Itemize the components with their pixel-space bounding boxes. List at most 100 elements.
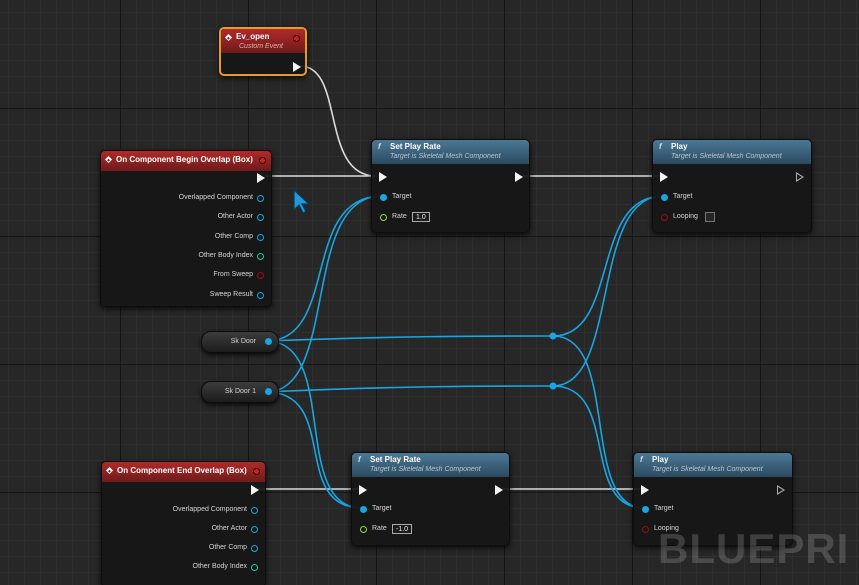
pin-label-looping: Looping [673,213,698,220]
event-diamond-icon [104,155,113,164]
play-1-header: f Play Target is Skeletal Mesh Component [653,140,811,164]
pin-other-actor[interactable] [257,214,264,221]
mouse-cursor-icon [293,189,311,214]
end-overlap-title: On Component End Overlap (Box) [117,466,247,475]
pin-label-other-comp: Other Comp [214,233,253,240]
sk-door-1-label: Sk Door 1 [224,388,256,395]
begin-overlap-event-node[interactable]: On Component Begin Overlap (Box) Overlap… [100,150,272,307]
watermark-text: BLUEPRI [658,525,850,572]
exec-out-pin-icon[interactable] [257,173,265,183]
object-wire-reroute-b-play2 [552,385,645,509]
reroute-knot-a [549,332,557,340]
pin-target[interactable] [661,194,668,201]
set-play-rate-2-header: f Set Play Rate Target is Skeletal Mesh … [352,453,509,477]
begin-overlap-title: On Component Begin Overlap (Box) [116,155,253,164]
exec-in-pin-icon[interactable] [379,172,387,182]
play-1-subtitle: Target is Skeletal Mesh Component [671,153,782,160]
exec-in-pin-icon[interactable] [660,172,668,182]
rate-input[interactable]: -1.0 [392,524,413,534]
pin-overlapped-component[interactable] [257,195,264,202]
pin-other-actor[interactable] [251,526,258,533]
ev-open-event-node[interactable]: Ev_open Custom Event [219,27,307,76]
exec-out-pin-icon[interactable] [293,62,301,72]
exec-in-pin-icon[interactable] [359,485,367,495]
pin-label-other-body-index: Other Body Index [198,252,253,259]
set-play-rate-1-title: Set Play Rate [390,142,441,151]
play-node-1[interactable]: f Play Target is Skeletal Mesh Component… [652,139,812,233]
set-play-rate-node-1[interactable]: f Set Play Rate Target is Skeletal Mesh … [371,139,530,233]
play-2-title: Play [652,455,669,464]
exec-wire-evopen-setplayrate1 [299,65,377,177]
pin-label-target: Target [673,193,693,200]
ev-open-header: Ev_open Custom Event [221,29,305,53]
sk-door-1-output-pin[interactable] [265,388,272,395]
pin-label-target: Target [372,505,392,512]
play-2-subtitle: Target is Skeletal Mesh Component [652,466,763,473]
pin-label-from-sweep: From Sweep [213,271,253,278]
object-wire-skdoor-reroute [265,335,554,342]
exec-out-pin-icon[interactable] [515,172,523,182]
pin-label-overlapped-component: Overlapped Component [172,506,247,513]
delegate-pin-icon[interactable] [293,35,300,42]
pin-looping[interactable] [642,526,649,533]
delegate-pin-icon[interactable] [259,157,266,164]
end-overlap-header: On Component End Overlap (Box) [102,462,265,482]
pin-label-other-actor: Other Actor [211,525,247,532]
exec-out-pin-icon[interactable] [796,172,804,182]
pin-label-other-body-index: Other Body Index [192,563,247,570]
pin-label-looping: Looping [654,525,679,532]
set-play-rate-node-2[interactable]: f Set Play Rate Target is Skeletal Mesh … [351,452,510,546]
pin-looping[interactable] [661,214,668,221]
pin-rate[interactable] [360,526,367,533]
function-icon: f [358,455,361,464]
looping-checkbox[interactable] [705,212,715,222]
pin-other-comp[interactable] [251,545,258,552]
pin-label-target: Target [392,193,412,200]
set-play-rate-1-subtitle: Target is Skeletal Mesh Component [390,153,501,160]
pin-sweep-result[interactable] [257,292,264,299]
pin-other-body-index[interactable] [257,253,264,260]
object-wire-skdoor1-setplayrate1 [265,195,383,393]
object-wire-skdoor-setplayrate1 [265,195,383,342]
delegate-pin-icon[interactable] [253,468,260,475]
function-icon: f [659,142,662,151]
event-diamond-icon [224,33,233,42]
rate-input[interactable]: 1.0 [412,212,430,222]
exec-in-pin-icon[interactable] [641,485,649,495]
pin-label-rate: Rate [392,213,407,220]
pin-label-rate: Rate [372,525,387,532]
end-overlap-event-node[interactable]: On Component End Overlap (Box) Overlappe… [101,461,266,585]
exec-out-pin-icon[interactable] [777,485,785,495]
set-play-rate-2-subtitle: Target is Skeletal Mesh Component [370,466,481,473]
sk-door-1-variable-node[interactable]: Sk Door 1 [201,381,279,403]
pin-label-other-comp: Other Comp [208,544,247,551]
pin-target[interactable] [360,506,367,513]
pin-overlapped-component[interactable] [251,507,258,514]
pin-label-overlapped-component: Overlapped Component [178,194,253,201]
exec-out-pin-icon[interactable] [495,485,503,495]
play-node-2[interactable]: f Play Target is Skeletal Mesh Component… [633,452,793,546]
ev-open-title: Ev_open [236,32,270,41]
function-icon: f [640,455,643,464]
pin-rate[interactable] [380,214,387,221]
set-play-rate-1-header: f Set Play Rate Target is Skeletal Mesh … [372,140,529,164]
object-wire-reroute-a-play1 [552,195,664,337]
reroute-knot-b [549,382,557,390]
play-2-header: f Play Target is Skeletal Mesh Component [634,453,792,477]
play-1-title: Play [671,142,688,151]
pin-label-other-actor: Other Actor [217,213,253,220]
exec-out-pin-icon[interactable] [251,485,259,495]
pin-target[interactable] [380,194,387,201]
ev-open-subtitle: Custom Event [239,43,283,50]
pin-target[interactable] [642,506,649,513]
pin-label-target: Target [654,505,674,512]
sk-door-output-pin[interactable] [265,338,272,345]
object-wire-reroute-a-play2 [552,335,645,509]
pin-label-sweep-result: Sweep Result [209,291,253,298]
pin-other-body-index[interactable] [251,564,258,571]
pin-from-sweep[interactable] [257,272,264,279]
pin-other-comp[interactable] [257,234,264,241]
sk-door-variable-node[interactable]: Sk Door [201,331,279,353]
